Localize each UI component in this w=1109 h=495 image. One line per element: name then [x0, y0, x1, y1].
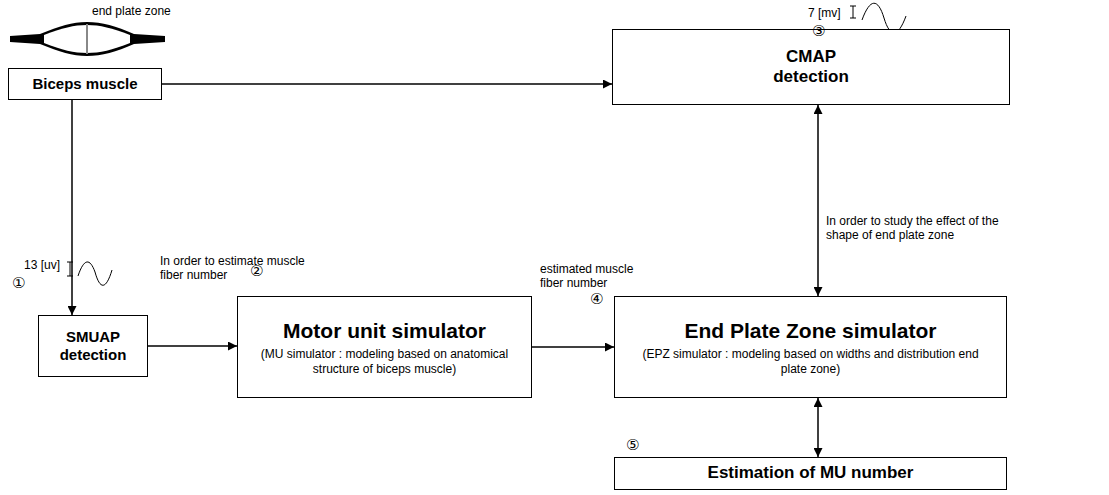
node-title: End Plate Zone simulator [684, 318, 936, 343]
callout-number: ② [250, 262, 263, 280]
node-title: Motor unit simulator [283, 318, 486, 343]
smuap-waveform [67, 262, 112, 285]
callout-number: ③ [812, 22, 825, 40]
node-title: CMAP detection [756, 47, 866, 88]
node-title: Biceps muscle [32, 75, 137, 93]
detection-box: SMUAP detection [38, 315, 148, 377]
annotation-label: end plate zone [92, 4, 171, 18]
flow-arrow [817, 398, 819, 457]
node-title: Estimation of MU number [708, 463, 914, 483]
callout-number: ⑤ [626, 436, 639, 454]
result-box: Estimation of MU number [614, 457, 1007, 490]
node-subtitle: (EPZ simulator : modeling based on width… [631, 347, 991, 376]
flow-arrow [532, 346, 614, 348]
annotation-label: In order to study the effect of the shap… [826, 214, 1016, 243]
annotation-label: In order to estimate muscle fiber number [160, 254, 310, 283]
annotation-label: 13 [uv] [24, 258, 60, 272]
flow-arrow [817, 105, 819, 296]
detection-box: CMAP detection [612, 29, 1010, 105]
flow-arrow [71, 100, 73, 315]
callout-number: ① [12, 274, 25, 292]
simulator-box: Motor unit simulator (MU simulator : mode… [237, 296, 532, 398]
annotation-label: 7 [mv] [808, 6, 841, 20]
flow-arrow [148, 345, 237, 347]
flow-arrow [162, 83, 612, 85]
muscle-illustration [10, 22, 165, 56]
simulator-box: End Plate Zone simulator (EPZ simulator :… [614, 296, 1007, 398]
source-box: Biceps muscle [8, 68, 162, 100]
node-title: SMUAP detection [48, 328, 138, 364]
annotation-label: estimated muscle fiber number [540, 262, 660, 291]
node-subtitle: (MU simulator : modeling based on anatom… [255, 347, 515, 376]
callout-number: ④ [590, 290, 603, 308]
